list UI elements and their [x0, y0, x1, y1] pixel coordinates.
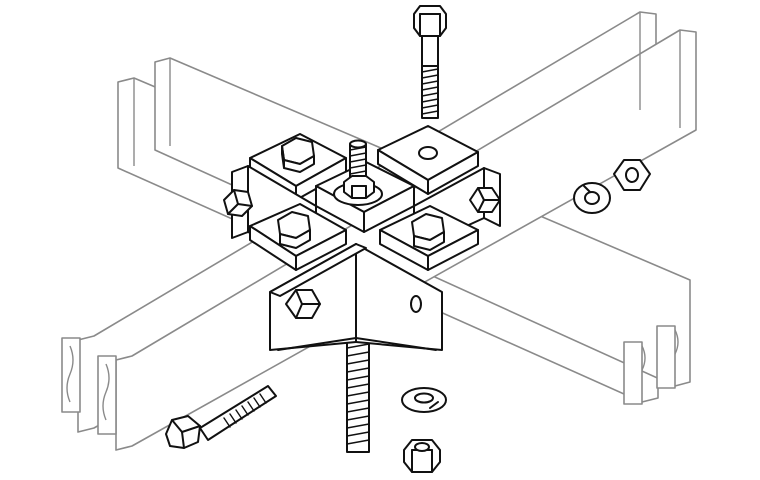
hex-bolt-bottom-right: [411, 213, 445, 251]
center-hex-nut: [343, 175, 375, 199]
hex-bolt-bracket: [285, 289, 321, 319]
hex-bolt-bottom-loose: [165, 385, 277, 449]
hex-bolt-top: [413, 5, 447, 119]
hex-nut-bottom: [403, 439, 441, 473]
split-lock-washer-bottom: [401, 387, 447, 413]
hex-bolt-left: [223, 189, 253, 217]
hex-bolt-right: [469, 187, 501, 213]
split-lock-washer-right: [573, 182, 611, 214]
hex-bolt-bottom-left: [277, 211, 311, 249]
fitting-plate-top-right: [377, 125, 479, 195]
hex-bolt-top-left: [281, 137, 315, 173]
hex-nut-right: [613, 159, 651, 191]
threaded-rod: [346, 329, 370, 453]
